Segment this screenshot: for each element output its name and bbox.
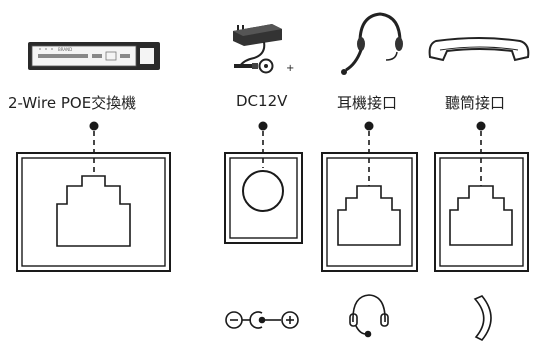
headset-symbol-icon <box>349 294 389 338</box>
dc-jack-panel <box>224 152 303 244</box>
connector-dot-headset <box>364 121 374 131</box>
handset-symbol-icon <box>473 295 492 342</box>
rj-port-shape <box>56 175 131 247</box>
headset-icon <box>341 12 403 75</box>
handset-icon <box>428 37 530 62</box>
poe-port-panel <box>16 152 171 272</box>
dc-adapter-icon <box>233 24 282 74</box>
label-handset-port: 聽筒接口 <box>445 94 506 112</box>
connector-dot-handset <box>476 121 486 131</box>
label-headset-port: 耳機接口 <box>337 94 398 112</box>
headset-rj-shape <box>337 185 401 246</box>
handset-rj-shape <box>449 185 513 246</box>
label-poe-switch: 2-Wire POE交換機 <box>8 94 137 112</box>
connector-dot-dc <box>258 121 268 131</box>
dc-polarity-icon <box>225 311 299 329</box>
handset-port-panel <box>434 152 529 272</box>
connector-dot-poe <box>89 121 99 131</box>
headset-port-panel <box>321 152 418 272</box>
poe-switch-icon: BRAND <box>28 42 160 70</box>
switch-brand-text: BRAND <box>58 47 72 52</box>
label-dc12v: DC12V <box>236 92 288 110</box>
dc-jack-socket <box>242 170 284 212</box>
dc-plus-sign: + <box>286 63 294 74</box>
